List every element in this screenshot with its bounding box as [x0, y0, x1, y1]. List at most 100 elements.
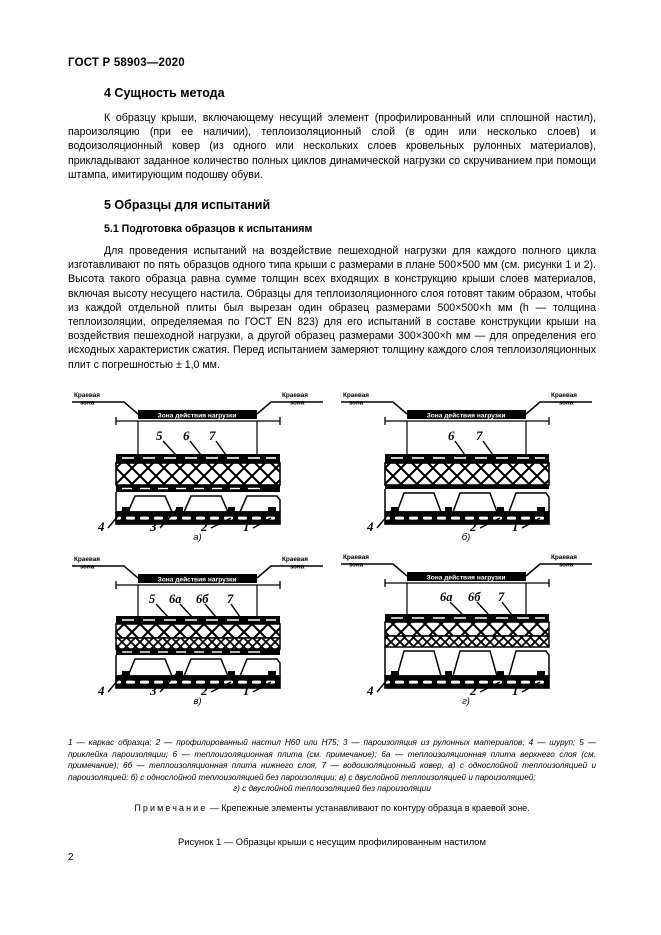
callout-leader-2 [479, 517, 500, 529]
edge-zone-label-right: Краевая [282, 556, 308, 563]
layer-waterproofing [384, 454, 549, 463]
callout-leader-6 [453, 440, 466, 456]
screw-markers [390, 671, 545, 676]
figure-panel-g: Краевая зона Краевая зона Зона действия … [337, 552, 596, 712]
layer-insulation [384, 463, 549, 485]
edge-zone-label-right: Краевая [551, 554, 577, 561]
load-zone-bar [138, 410, 257, 419]
figure-1: Краевая зона Краевая зона Зона действия … [68, 388, 596, 712]
callout-2: 2 [200, 683, 208, 697]
edge-zone-label-right: Краевая [282, 392, 308, 399]
figure-legend-text: 1 — каркас образца; 2 — профилированный … [68, 738, 596, 782]
insulation-lower-outline [383, 635, 550, 648]
layer-frame [384, 512, 549, 524]
note-label: Примечание [134, 803, 208, 813]
callout-leader-6a [449, 601, 463, 616]
load-zone-label: Зона действия нагрузки [426, 574, 505, 582]
callout-leader-4 [375, 509, 393, 529]
callout-leader-7 [481, 440, 494, 456]
spacer [68, 182, 596, 198]
panel-label-b: б) [461, 532, 471, 543]
figure-legend: 1 — каркас образца; 2 — профилированный … [68, 737, 596, 795]
callout-leader-4 [107, 673, 124, 693]
layer-insulation-lower [116, 638, 280, 649]
callout-leader-3 [159, 507, 179, 529]
roof-section-diagram-v: Краевая зона Краевая зона Зона действия … [72, 556, 323, 697]
load-zone-label: Зона действия нагрузки [426, 412, 505, 420]
callout-4: 4 [97, 519, 105, 533]
edge-zone-leader-right [256, 565, 323, 579]
edge-zone-label-left: Краевая [74, 392, 100, 399]
callout-4: 4 [366, 683, 374, 697]
standard-header: ГОСТ Р 58903—2020 [68, 57, 185, 69]
layer-frame [116, 676, 280, 688]
layer-insulation-upper [384, 622, 549, 636]
subsection-heading-5-1: 5.1 Подготовка образцов к испытаниям [104, 223, 313, 236]
figure-caption: Рисунок 1 — Образцы крыши с несущим проф… [178, 836, 486, 847]
callout-leader-2 [210, 517, 232, 529]
callout-leader-6b [204, 603, 217, 618]
edge-zone-label-left-2: зона [349, 400, 364, 407]
panel-label-v: в) [193, 696, 202, 707]
layer-waterproofing [116, 616, 280, 624]
callout-leader-1 [521, 517, 540, 529]
screw-markers [390, 507, 545, 512]
load-zone-label: Зона действия нагрузки [158, 412, 237, 420]
callout-1: 1 [512, 683, 519, 697]
load-zone-label: Зона действия нагрузки [158, 576, 237, 584]
callout-leader-1 [252, 517, 272, 529]
layer-profiled-deck [383, 647, 550, 677]
callout-4: 4 [366, 519, 374, 533]
callout-1: 1 [243, 683, 250, 697]
callout-6a: 6а [169, 592, 182, 606]
edge-zone-label-left-2: зона [80, 564, 95, 571]
edge-zone-label-left: Краевая [74, 556, 100, 563]
figure-panel-a: Краевая зона Краевая зона Зона действия … [68, 388, 327, 548]
callout-leader-7 [500, 601, 513, 616]
edge-zone-label-left-2: зона [80, 400, 95, 407]
edge-zone-leader-right [256, 401, 323, 415]
callout-6b: 6б [196, 592, 209, 606]
callout-1: 1 [512, 519, 519, 533]
edge-zone-label-right-2: зона [290, 564, 305, 571]
section-4-paragraph: К образцу крыши, включающему несущий эле… [68, 112, 596, 181]
callout-leader-4 [107, 509, 124, 529]
panel-label-a: а) [193, 532, 202, 543]
layer-profiled-deck [115, 655, 281, 677]
figure-legend-text-last: г) с двуслойной теплоизоляцией без парои… [233, 784, 431, 794]
layer-insulation-lower [384, 636, 549, 647]
layer-frame [384, 676, 549, 688]
section-5-1-paragraph: Для проведения испытаний на воздействие … [68, 245, 596, 371]
callout-3: 3 [149, 683, 157, 697]
layer-waterproofing [384, 614, 549, 622]
screw-markers [122, 507, 276, 512]
edge-zone-leader-right [525, 563, 592, 577]
edge-zone-leader-right [525, 401, 592, 415]
callout-2: 2 [469, 683, 477, 697]
edge-zone-label-left: Краевая [343, 554, 369, 561]
note-text: — Крепежные элементы устанавливают по ко… [209, 803, 530, 813]
callout-leader-6 [189, 440, 202, 456]
callout-leader-2 [479, 681, 500, 693]
roof-section-diagram-a: Краевая зона Краевая зона Зона действия … [72, 392, 323, 533]
callout-5: 5 [149, 592, 155, 606]
callout-leader-7 [215, 440, 227, 456]
edge-zone-label-left: Краевая [343, 392, 369, 399]
layer-waterproofing [116, 454, 280, 463]
callout-leader-5 [162, 440, 177, 456]
callout-6a: 6а [440, 590, 453, 604]
layer-profiled-deck [383, 489, 550, 513]
edge-zone-label-right-2: зона [559, 562, 574, 569]
layer-profiled-deck [115, 492, 281, 513]
callout-leader-3 [159, 671, 179, 693]
callout-3: 3 [149, 519, 157, 533]
callout-leader-2 [210, 681, 232, 693]
callout-7: 7 [209, 428, 216, 443]
callout-6: 6 [448, 428, 455, 443]
section-heading-4: 4 Сущность метода [104, 86, 225, 100]
edge-zone-label-right: Краевая [551, 392, 577, 399]
edge-zone-leader-left [72, 565, 139, 579]
figure-panel-b: Краевая зона Краевая зона Зона действия … [337, 388, 596, 548]
callout-5: 5 [156, 428, 163, 443]
